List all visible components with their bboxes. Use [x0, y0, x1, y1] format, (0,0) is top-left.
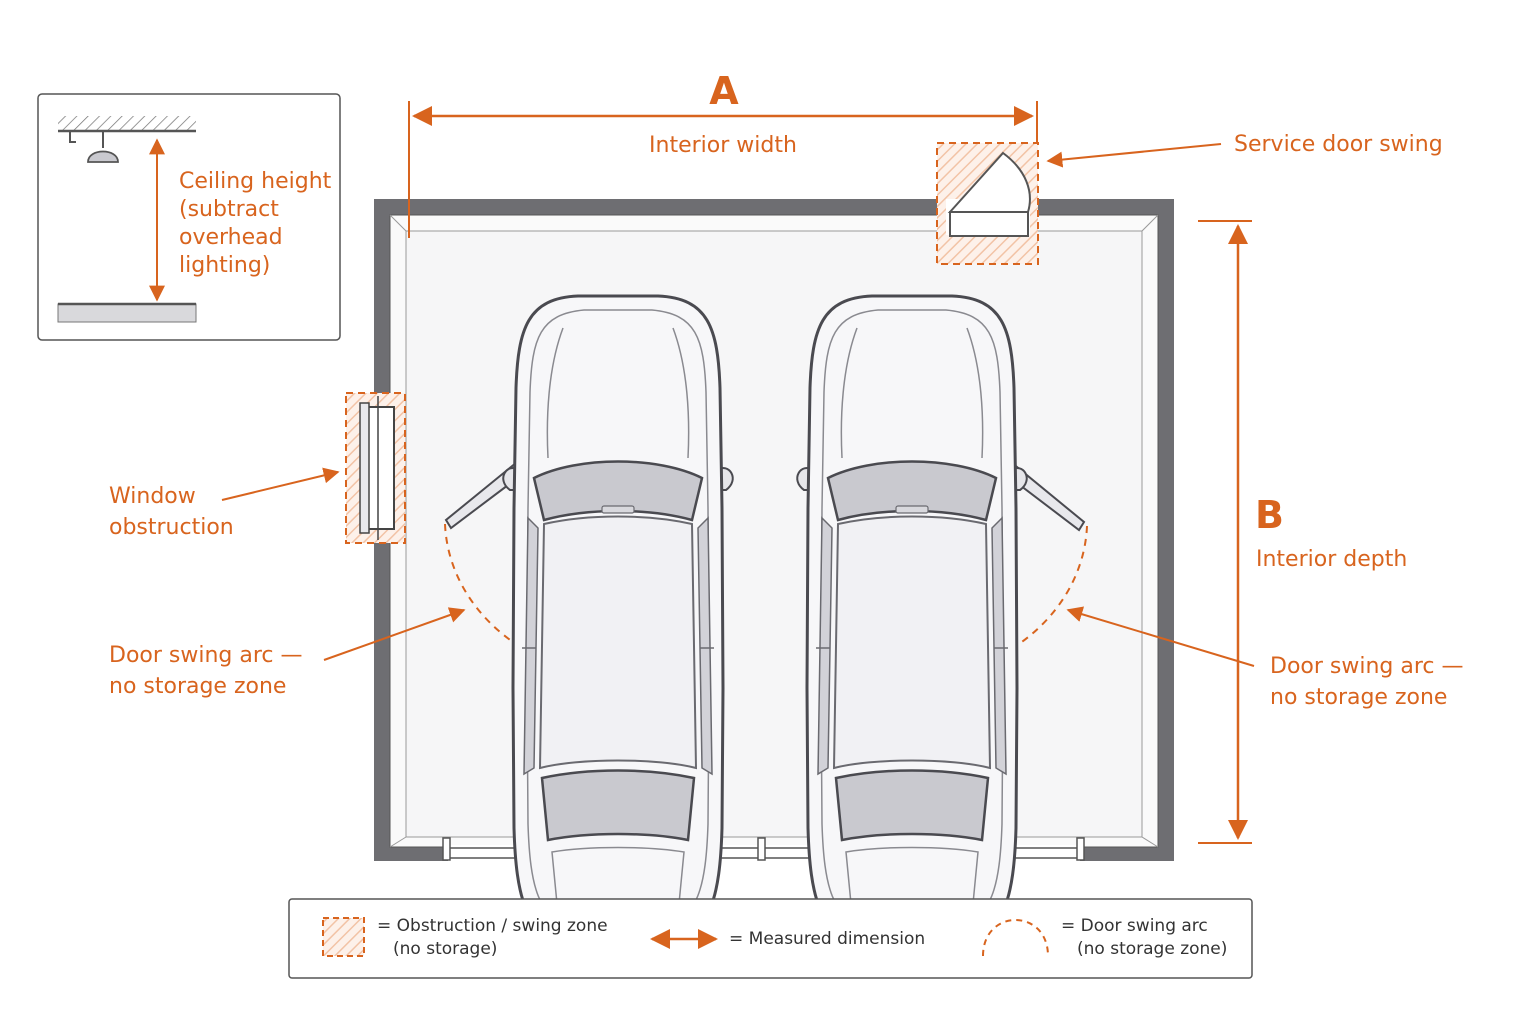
window-label-line-2: obstruction: [109, 515, 234, 540]
ceiling-label-line-1: Ceiling height: [179, 169, 332, 194]
service-door-leader: [1046, 143, 1222, 168]
ceiling-label-line-3: overhead: [179, 225, 283, 250]
service-door-label: Service door swing: [1234, 132, 1443, 157]
door-arc-left-line-1: Door swing arc —: [109, 643, 303, 668]
window-frame: [365, 406, 395, 530]
legend-box: [288, 898, 1253, 979]
dimension-b-label: Interior depth: [1256, 547, 1407, 572]
legend-arc-line-1: = Door swing arc: [1061, 916, 1208, 936]
car-right-icon: [795, 294, 1029, 942]
legend-measured-label: = Measured dimension: [729, 929, 925, 949]
garage-floor-plan: [374, 199, 1174, 861]
door-swing-arc-left: [444, 523, 523, 649]
legend-obstruction-swatch: [322, 917, 365, 957]
dimension-a: A Interior width: [408, 69, 1038, 238]
legend: = Obstruction / swing zone (no storage) …: [288, 898, 1253, 979]
door-arc-right-leader: [1066, 606, 1255, 667]
door-arc-left-line-2: no storage zone: [109, 674, 286, 699]
car-left-icon: [501, 294, 735, 942]
door-arc-right-line-1: Door swing arc —: [1270, 654, 1464, 679]
dimension-a-letter: A: [709, 69, 739, 113]
dimension-b-letter: B: [1255, 493, 1284, 537]
ceiling-hatch: [58, 116, 196, 130]
ceiling-label-line-2: (subtract: [179, 197, 279, 222]
ceiling-height-inset: Ceiling height (subtract overhead lighti…: [37, 93, 341, 341]
dimension-b: B Interior depth: [1198, 220, 1407, 844]
window-leader: [221, 467, 340, 501]
door-arc-left-leader: [323, 607, 466, 661]
door-swing-arc-right: [1009, 525, 1088, 651]
legend-obstruction-line-2: (no storage): [393, 939, 497, 959]
service-door: [936, 142, 1039, 265]
legend-arc-line-2: (no storage zone): [1077, 939, 1227, 959]
pendant-light-icon: [87, 131, 119, 163]
door-arc-right-line-2: no storage zone: [1270, 685, 1447, 710]
ceiling-label-line-4: lighting): [179, 253, 270, 278]
dimension-a-label: Interior width: [649, 133, 797, 158]
legend-obstruction-line-1: = Obstruction / swing zone: [377, 916, 608, 936]
window-label-line-1: Window: [109, 484, 196, 509]
window-obstruction-zone: [345, 392, 406, 544]
legend-arc-swatch: [982, 919, 1049, 957]
